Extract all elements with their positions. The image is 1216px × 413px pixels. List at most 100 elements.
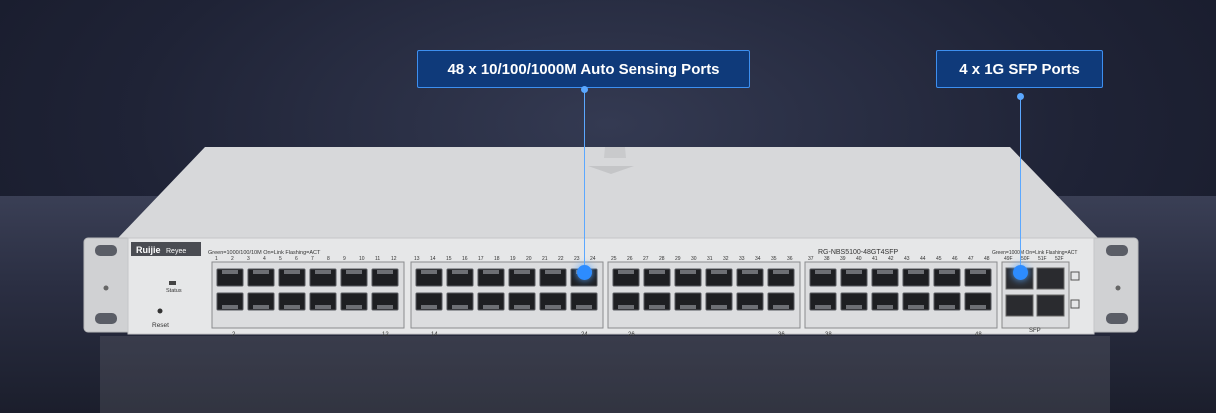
rj45-port-latch — [742, 305, 758, 309]
model-label: RG-NBS5100-48GT4SFP — [818, 249, 898, 256]
rj45-port-latch — [846, 305, 862, 309]
sfp-port-label: 49F — [1004, 256, 1013, 262]
sfp-led-bottom — [1070, 299, 1080, 309]
port-led-label: 16 — [462, 256, 468, 262]
rj45-callout: 48 x 10/100/1000M Auto Sensing Ports — [417, 50, 750, 88]
sfp-callout: 4 x 1G SFP Ports — [936, 50, 1103, 88]
rj45-port-latch — [742, 270, 758, 274]
brand-logo: Ruijie — [136, 245, 161, 255]
sfp-cage[interactable] — [1036, 267, 1065, 290]
port-led-label: 47 — [968, 256, 974, 262]
port-led-label: 25 — [611, 256, 617, 262]
sfp-highlight-marker — [1013, 265, 1028, 280]
port-led-label: 20 — [526, 256, 532, 262]
rj45-port-latch — [908, 270, 924, 274]
rj45-port-latch — [649, 270, 665, 274]
sfp-label: SFP — [1029, 328, 1041, 334]
sfp-cage[interactable] — [1036, 294, 1065, 317]
port-led-label: 48 — [984, 256, 990, 262]
right-ear-slot-top — [1106, 245, 1128, 256]
rj45-port-latch — [773, 305, 789, 309]
port-number-label: 36 — [778, 332, 785, 338]
port-led-label: 8 — [327, 256, 330, 262]
rj45-port-latch — [346, 270, 362, 274]
rj45-leader-cap — [581, 86, 588, 93]
port-led-label: 37 — [808, 256, 814, 262]
port-led-label: 36 — [787, 256, 793, 262]
port-led-label: 13 — [414, 256, 420, 262]
port-led-label: 44 — [920, 256, 926, 262]
rj45-port-latch — [846, 270, 862, 274]
top-vent — [604, 147, 626, 158]
led-legend-left: Green=1000/100/10M On=Link Flashing=ACT — [208, 250, 321, 256]
port-led-label: 46 — [952, 256, 958, 262]
rj45-port-latch — [939, 270, 955, 274]
rj45-port-latch — [939, 305, 955, 309]
rj45-port-latch — [483, 270, 499, 274]
rj45-port-latch — [877, 305, 893, 309]
port-number-label: 12 — [382, 332, 389, 338]
port-led-label: 1 — [215, 256, 218, 262]
sfp-led-top — [1070, 271, 1080, 281]
port-led-label: 27 — [643, 256, 649, 262]
rj45-port-latch — [680, 305, 696, 309]
port-led-label: 23 — [574, 256, 580, 262]
rj45-port-latch — [346, 305, 362, 309]
sub-brand: Reyee — [166, 248, 186, 255]
rj45-port-latch — [970, 305, 986, 309]
rj45-port-latch — [815, 305, 831, 309]
port-led-label: 40 — [856, 256, 862, 262]
reset-label: Reset — [152, 322, 169, 329]
port-number-label: 14 — [431, 332, 438, 338]
rj45-port-latch — [253, 305, 269, 309]
port-led-label: 33 — [739, 256, 745, 262]
status-label: Status — [166, 288, 182, 294]
port-led-label: 4 — [263, 256, 266, 262]
rj45-port-latch — [649, 305, 665, 309]
port-led-label: 31 — [707, 256, 713, 262]
port-led-label: 7 — [311, 256, 314, 262]
sfp-cage[interactable] — [1005, 294, 1034, 317]
rj45-port-latch — [421, 270, 437, 274]
port-led-label: 22 — [558, 256, 564, 262]
port-led-label: 29 — [675, 256, 681, 262]
port-led-label: 21 — [542, 256, 548, 262]
rj45-port-latch — [514, 305, 530, 309]
port-led-label: 34 — [755, 256, 761, 262]
rj45-port-latch — [315, 305, 331, 309]
rj45-port-latch — [452, 305, 468, 309]
rj45-port-latch — [970, 270, 986, 274]
port-number-label: 38 — [825, 332, 832, 338]
rj45-port-latch — [483, 305, 499, 309]
port-led-label: 6 — [295, 256, 298, 262]
port-led-label: 30 — [691, 256, 697, 262]
reset-button[interactable] — [157, 308, 163, 314]
left-ear-slot-bottom — [95, 313, 117, 324]
port-led-label: 18 — [494, 256, 500, 262]
port-led-label: 15 — [446, 256, 452, 262]
rj45-port-latch — [377, 305, 393, 309]
rj45-port-latch — [576, 305, 592, 309]
sfp-leader-line — [1020, 96, 1021, 272]
port-led-label: 41 — [872, 256, 878, 262]
port-led-label: 26 — [627, 256, 633, 262]
rj45-port-latch — [222, 270, 238, 274]
rj45-leader-line — [584, 89, 585, 272]
port-number-label: 26 — [628, 332, 635, 338]
port-led-label: 19 — [510, 256, 516, 262]
sfp-leader-cap — [1017, 93, 1024, 100]
top-arrow-mark — [588, 166, 634, 174]
port-led-label: 10 — [359, 256, 365, 262]
rj45-port-latch — [284, 270, 300, 274]
rj45-port-latch — [711, 305, 727, 309]
port-led-label: 42 — [888, 256, 894, 262]
port-led-label: 5 — [279, 256, 282, 262]
rj45-port-latch — [222, 305, 238, 309]
port-led-label: 35 — [771, 256, 777, 262]
